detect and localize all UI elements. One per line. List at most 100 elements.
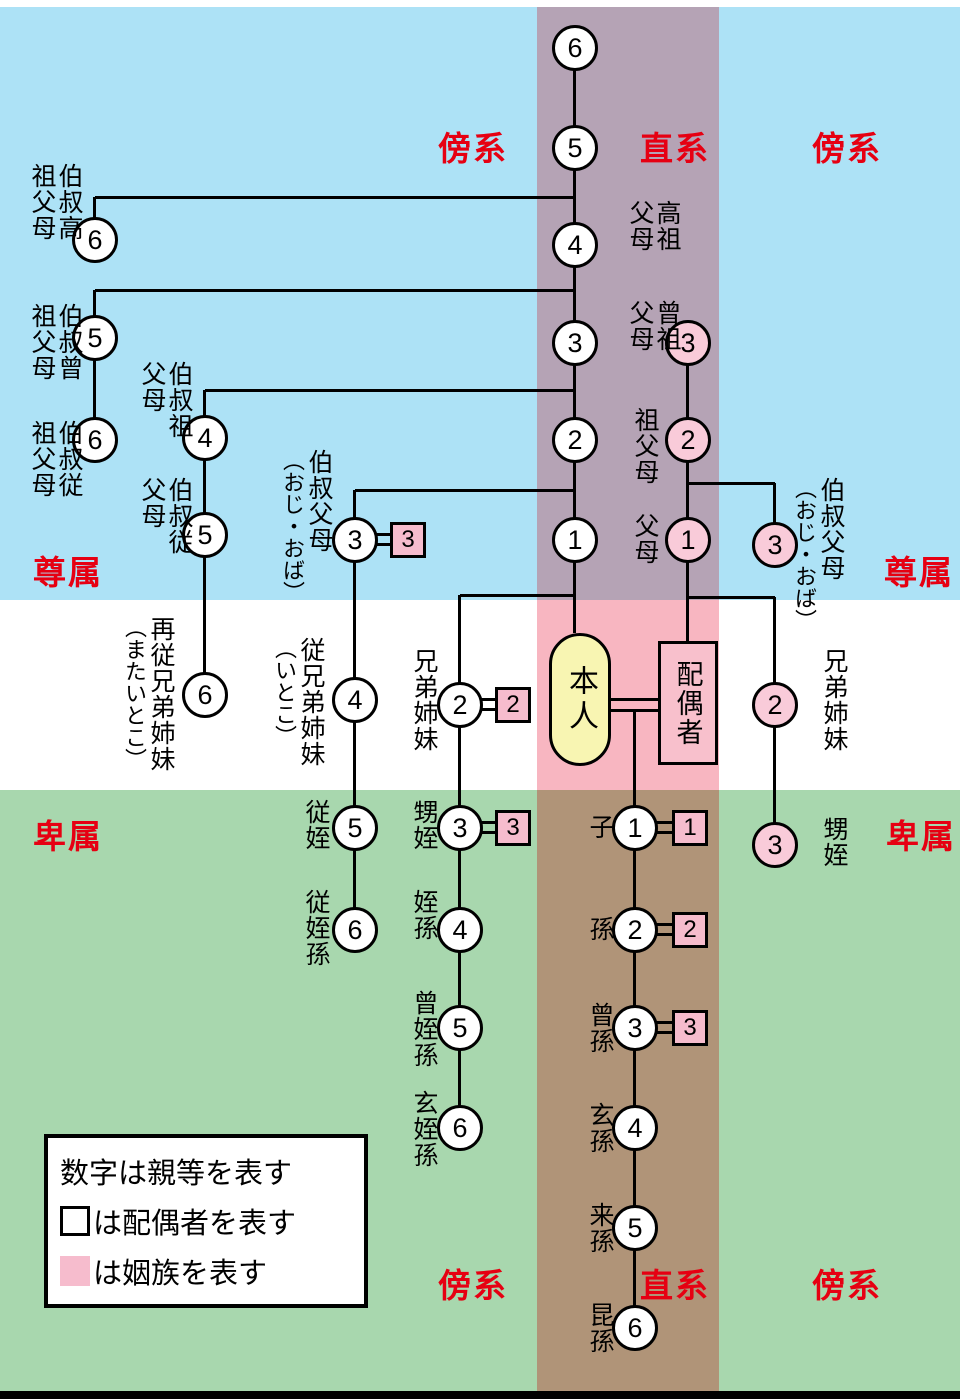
label-second-cousin-reading: （またいとこ） <box>122 616 147 770</box>
label-grandparents: 祖父母 <box>631 407 659 485</box>
uncle-grand-branch-line <box>205 389 575 392</box>
uncle-great1-branch-line <box>95 289 575 292</box>
degree-circle-nephew: 3 <box>437 805 483 851</box>
label-uncle-main: 伯叔父母 <box>305 449 333 553</box>
sibling-branch-line <box>460 594 575 597</box>
degree-circle-spouse-ascendant-1: 1 <box>665 517 711 563</box>
sibling-spouse-link-line <box>481 708 497 711</box>
greatgrandchild-spouse-link-line <box>656 1021 674 1024</box>
degree-circle-spouse-nephew: 3 <box>752 822 798 868</box>
label-uncle-great1: 伯叔曾祖父母 <box>28 303 83 381</box>
label-cousin-grandchild: 従姪孫 <box>302 889 330 967</box>
degree-circle-cousin-grandchild: 6 <box>332 907 378 953</box>
degree-circle-nephew-ggrandchild: 6 <box>437 1105 483 1151</box>
degree-circle-direct-3: 3 <box>552 320 598 366</box>
label-cousin-main: 従兄弟姉妹 <box>297 637 325 767</box>
self-box: 本人 <box>549 633 611 766</box>
label-uncle-great2: 伯叔高祖父母 <box>28 163 83 241</box>
degree-circle-uncle-great1: 5 <box>72 315 118 361</box>
uncle-branch-line <box>355 489 575 492</box>
couple-link-line <box>609 709 659 712</box>
grandchild-spouse-link-line <box>656 923 674 926</box>
label-gggrandchild: 玄孫 <box>586 1102 614 1154</box>
region-label-ascendant-left: 尊属 <box>33 554 103 591</box>
spouse-box: 配偶者 <box>658 641 718 765</box>
degree-circle-sibling: 2 <box>437 682 483 728</box>
degree-circle-nephew-grandchild: 5 <box>437 1005 483 1051</box>
degree-circle-spouse-uncle: 3 <box>752 522 798 568</box>
degree-circle-uncle-great2: 6 <box>72 217 118 263</box>
legend-spouse-text: は配偶者を表す <box>93 1208 297 1240</box>
degree-circle-cousin: 4 <box>332 677 378 723</box>
label-great-grandparents: 曾祖父母 <box>626 300 681 352</box>
region-label-ascendant-right: 尊属 <box>884 554 954 591</box>
label-uncle-great1-child: 伯叔従祖父母 <box>28 420 83 498</box>
label-uncle-grand-child: 伯叔従父母 <box>138 477 193 555</box>
spouse-ascendant-line <box>686 343 689 643</box>
label-second-cousin: 再従兄弟姉妹 （またいとこ） <box>122 616 175 772</box>
degree-circle-ggggrandchild: 5 <box>612 1205 658 1251</box>
label-spouse-nephew: 甥姪 <box>820 816 848 868</box>
label-gggggrandchild: 昆孫 <box>586 1302 614 1354</box>
legend-inlaw-note: は姻族を表す <box>60 1246 352 1296</box>
legend-spouse-note: は配偶者を表す <box>60 1196 352 1246</box>
label-spouse-uncle: 伯叔父母 （おじ・おば） <box>792 477 845 631</box>
label-second-cousin-main: 再従兄弟姉妹 <box>147 616 175 772</box>
label-spouse-uncle-reading: （おじ・おば） <box>792 477 817 631</box>
uncle-spouse-link-line <box>376 543 392 546</box>
nephew-spouse-link-line <box>481 831 497 834</box>
spouse-square-child: 1 <box>672 810 708 846</box>
degree-circle-uncle-great1-child: 6 <box>72 417 118 463</box>
degree-circle-child: 1 <box>612 805 658 851</box>
degree-circle-direct-4: 4 <box>552 222 598 268</box>
label-grandchild: 孫 <box>586 916 614 942</box>
grandchild-spouse-link-line <box>656 933 674 936</box>
spouse-uncle-drop-line <box>773 483 776 547</box>
ascendant-region-bg <box>0 7 960 600</box>
legend-degree-text: 数字は親等を表す <box>60 1158 293 1190</box>
region-label-collateral-top-left: 傍系 <box>438 130 508 167</box>
child-spouse-link-line <box>656 831 674 834</box>
degree-circle-direct-6: 6 <box>552 25 598 71</box>
label-parents: 父母 <box>631 513 659 565</box>
spouse-marker-swatch <box>60 1206 90 1236</box>
label-uncle: 伯叔父母 （おじ・おば） <box>280 449 333 603</box>
label-nephew: 甥姪 <box>410 799 438 851</box>
uncle-great1-chain-line <box>93 290 96 442</box>
degree-circle-spouse-sibling: 2 <box>752 682 798 728</box>
degree-circle-gggggrandchild: 6 <box>612 1305 658 1351</box>
region-label-direct-bottom: 直系 <box>640 1267 710 1304</box>
region-label-collateral-top-right: 傍系 <box>812 130 882 167</box>
degree-circle-uncle-grand: 4 <box>182 415 228 461</box>
label-nephew-ggrandchild: 玄姪孫 <box>410 1090 438 1168</box>
sibling-spouse-link-line <box>481 698 497 701</box>
label-nephew-grandchild: 曾姪孫 <box>410 990 438 1068</box>
legend-degree-note: 数字は親等を表す <box>60 1146 352 1196</box>
spouse-square-greatgrandchild: 3 <box>672 1010 708 1046</box>
uncle-great2-branch-line <box>95 196 575 199</box>
inlaw-marker-swatch <box>60 1256 90 1286</box>
region-label-collateral-bottom-left: 傍系 <box>438 1267 508 1304</box>
legend-inlaw-text: は姻族を表す <box>93 1258 268 1290</box>
label-great-great-grandparents: 高祖父母 <box>626 200 681 252</box>
direct-line-band-lower <box>537 790 719 1391</box>
label-spouse-uncle-main: 伯叔父母 <box>817 477 845 581</box>
region-label-descendant-right: 卑属 <box>886 818 956 855</box>
degree-circle-gggrandchild: 4 <box>612 1105 658 1151</box>
degree-circle-spouse-ascendant-2: 2 <box>665 417 711 463</box>
label-ggggrandchild: 来孫 <box>586 1202 614 1254</box>
degree-circle-direct-5: 5 <box>552 125 598 171</box>
degree-circle-nephew-child: 4 <box>437 907 483 953</box>
nephew-spouse-link-line <box>481 821 497 824</box>
degree-circle-grandchild: 2 <box>612 907 658 953</box>
degree-circle-direct-1: 1 <box>552 517 598 563</box>
uncle-spouse-link-line <box>376 533 392 536</box>
label-cousin-child: 従姪 <box>302 799 330 851</box>
label-spouse-sibling: 兄弟姉妹 <box>820 648 848 752</box>
degree-circle-uncle-grand-child: 5 <box>182 512 228 558</box>
label-cousin: 従兄弟姉妹 （いとこ） <box>272 637 325 767</box>
spouse-square-grandchild: 2 <box>672 912 708 948</box>
label-cousin-reading: （いとこ） <box>272 637 297 747</box>
degree-circle-cousin-child: 5 <box>332 805 378 851</box>
